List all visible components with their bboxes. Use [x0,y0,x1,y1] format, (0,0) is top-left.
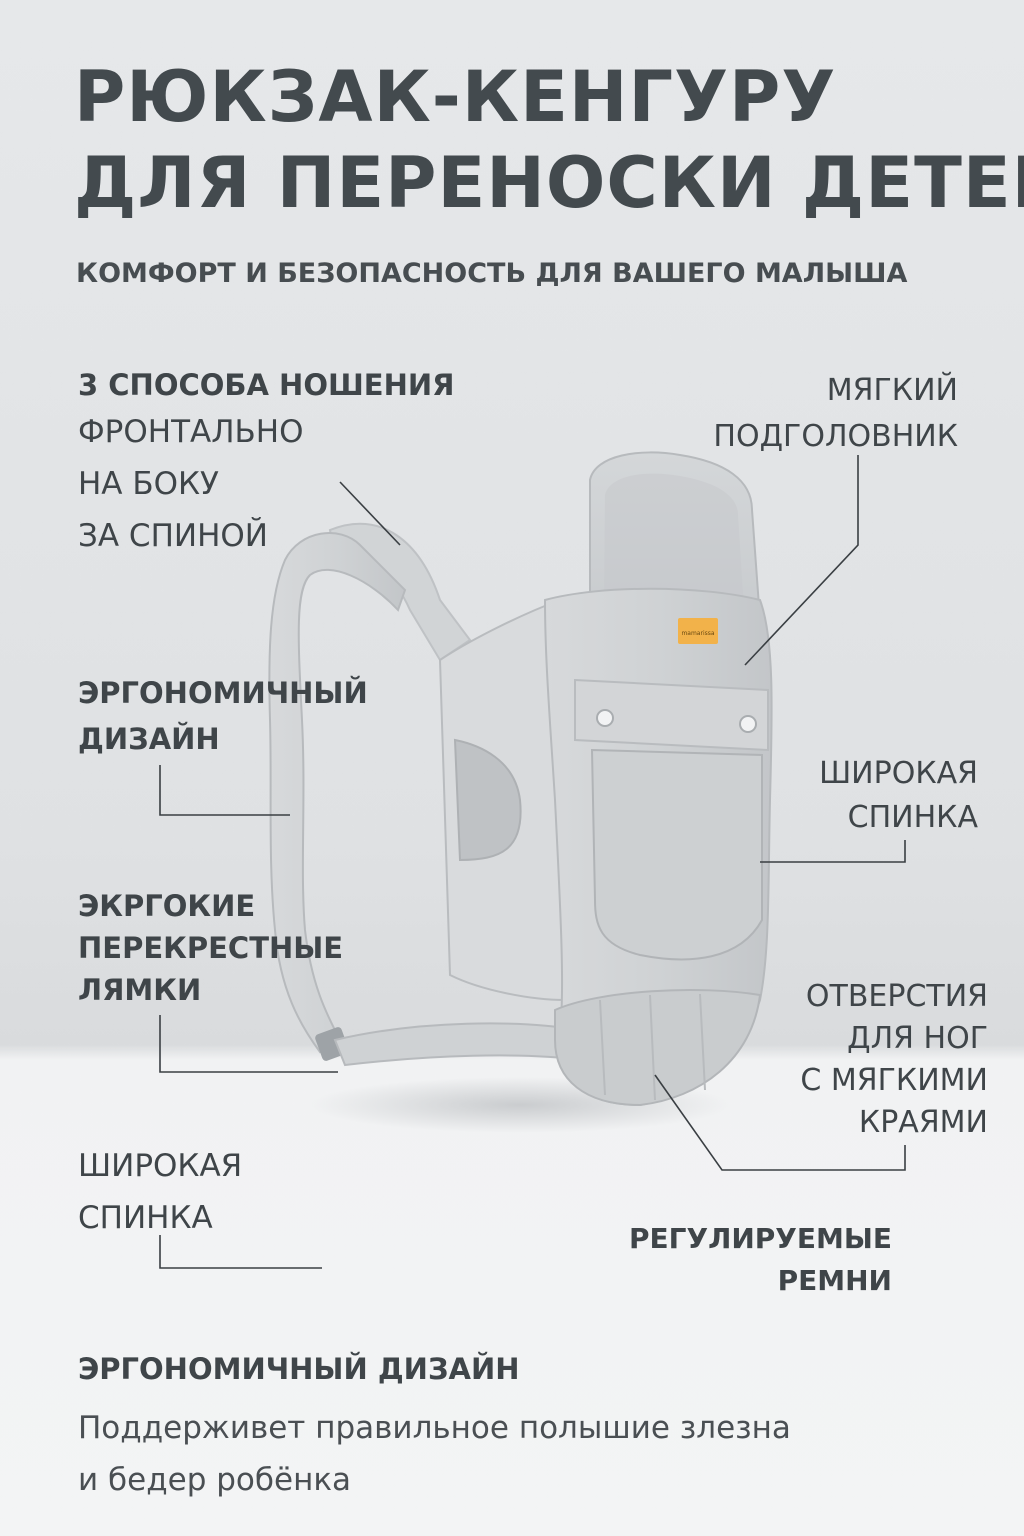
cross-straps-line-2: ПЕРЕКРЕСТНЫЕ [78,931,344,965]
ergonomic-line-2: ДИЗАЙН [78,722,220,756]
leader-ergonomic [159,765,290,816]
waist-strap [333,1022,587,1067]
front-pocket [590,748,763,961]
leader-cross-straps [159,1015,338,1073]
ways-item-back: ЗА СПИНОЙ [78,518,268,554]
left-shoulder-strap [268,532,407,1054]
leg-openings-line-3: С МЯГКИМИ [800,1063,988,1098]
leader-ways [339,481,401,546]
adjustable-straps-line-1: РЕГУЛИРУЕМЫЕ [628,1222,892,1255]
leader-wide-back-right [760,840,906,863]
adjustable-straps-line-2: РЕМНИ [777,1264,892,1297]
leg-openings-line-4: КРАЯМИ [858,1105,988,1140]
footer-text-line-2: и бедер робёнка [78,1462,352,1498]
ways-item-front: ФРОНТАЛЬНО [78,414,304,450]
adjustable-straps-label: РЕГУЛИРУЕМЫЕ РЕМНИ [629,1218,892,1302]
subtitle: КОМФОРТ И БЕЗОПАСНОСТЬ ДЛЯ ВАШЕГО МАЛЫША [76,258,908,289]
leader-headrest [744,455,859,666]
headrest-line-2: ПОДГОЛОВНИК [713,419,958,454]
ergonomic-label: ЭРГОНОМИЧНЫЙ ДИЗАЙН [78,670,368,762]
leader-wide-back-left [159,1235,322,1269]
ways-heading: 3 СПОСОБА НОШЕНИЯ [78,368,455,402]
snap-button-left [596,709,614,727]
wide-back-right-label: ШИРОКАЯ СПИНКА [819,752,978,840]
footer-text-line-1: Поддерживет правильное полышие злезна [78,1410,791,1446]
cross-straps-line-1: ЭКРГОКИЕ [78,889,256,923]
brand-tag-text: mamarissa [681,630,714,637]
footer-text: Поддерживет правильное полышие злезна и … [78,1402,791,1506]
wide-back-right-line-2: СПИНКА [847,800,978,835]
wide-back-left-line-1: ШИРОКАЯ [78,1148,243,1184]
leader-lines [159,455,906,1269]
waist-belt [554,989,762,1107]
leg-openings-label: ОТВЕРСТИЯ ДЛЯ НОГ С МЯГКИМИ КРАЯМИ [800,976,988,1144]
ways-list: ФРОНТАЛЬНО НА БОКУ ЗА СПИНОЙ [78,406,304,562]
leader-leg-openings [654,1074,906,1171]
title-line-1: РЮКЗАК-КЕНГУРУ [74,56,837,138]
cross-straps-line-3: ЛЯМКИ [78,973,202,1007]
wide-back-right-line-1: ШИРОКАЯ [819,756,978,791]
cross-straps-label: ЭКРГОКИЕ ПЕРЕКРЕСТНЫЕ ЛЯМКИ [78,885,343,1011]
ergonomic-line-1: ЭРГОНОМИЧНЫЙ [78,676,368,710]
wide-back-left-line-2: СПИНКА [78,1200,213,1236]
ways-label: 3 СПОСОБА НОШЕНИЯ [78,362,455,408]
brand-tag [678,618,718,644]
ways-item-side: НА БОКУ [78,466,219,502]
title-line-2: ДЛЯ ПЕРЕНОСКИ ДЕТЕЙ [74,142,1024,224]
wide-back-left-label: ШИРОКАЯ СПИНКА [78,1140,242,1244]
headrest-label: МЯГКИЙ ПОДГОЛОВНИК [713,368,958,460]
footer-heading: ЭРГОНОМИЧНЫЙ ДИЗАЙН [78,1352,520,1386]
leg-openings-line-2: ДЛЯ НОГ [847,1021,988,1056]
leg-openings-line-1: ОТВЕРСТИЯ [805,979,988,1014]
pocket-flap [574,678,769,752]
leg-opening [453,738,522,862]
headrest-line-1: МЯГКИЙ [826,373,958,408]
snap-button-right [739,715,757,733]
